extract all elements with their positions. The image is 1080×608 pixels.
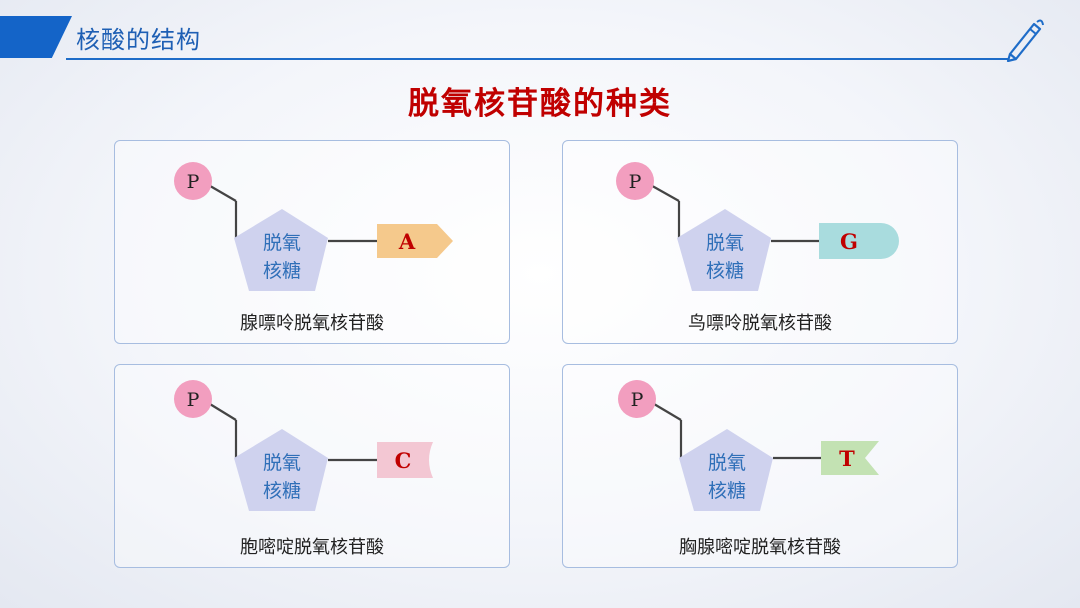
sugar-label-line2: 核糖	[708, 480, 746, 502]
base-letter: T	[839, 446, 855, 471]
phosphate-label: P	[187, 389, 200, 411]
base-guanine-shape	[819, 223, 899, 259]
nucleotide-name: 鸟嘌呤脱氧核苷酸	[688, 313, 832, 334]
phosphate-label: P	[187, 171, 200, 193]
deoxyribose-pentagon	[679, 429, 773, 511]
nucleotide-card-cytosine: 脱氧 核糖 P C 胞嘧啶脱氧核苷酸	[114, 364, 510, 568]
section-title: 核酸的结构	[76, 26, 201, 54]
phosphate-group	[174, 380, 212, 418]
phosphate-label: P	[629, 171, 642, 193]
header-divider	[66, 58, 1008, 60]
sugar-label-line1: 脱氧	[706, 232, 744, 254]
sugar-label-line1: 脱氧	[708, 452, 746, 474]
base-letter: C	[395, 448, 412, 473]
nucleotide-name: 腺嘌呤脱氧核苷酸	[240, 313, 384, 334]
nucleotide-diagram: 脱氧 核糖 P T	[618, 380, 879, 511]
header-accent-bar	[0, 16, 72, 58]
phosphate-group	[174, 162, 212, 200]
base-cytosine-shape	[377, 442, 433, 478]
nucleotide-card-adenine: 脱氧 核糖 P A 腺嘌呤脱氧核苷酸	[114, 140, 510, 344]
phosphate-label: P	[631, 389, 644, 411]
sugar-label-line2: 核糖	[263, 480, 301, 502]
sugar-label-line2: 核糖	[263, 260, 301, 282]
deoxyribose-pentagon	[234, 429, 328, 511]
nucleotide-diagram: 脱氧 核糖 P C	[174, 380, 433, 511]
sugar-label-line1: 脱氧	[263, 452, 301, 474]
nucleotide-name: 胞嘧啶脱氧核苷酸	[240, 537, 384, 558]
phosphate-group	[618, 380, 656, 418]
nucleotide-diagram: 脱氧 核糖 P A	[174, 162, 453, 291]
nucleotide-card-thymine: 脱氧 核糖 P T 胸腺嘧啶脱氧核苷酸	[562, 364, 958, 568]
base-thymine-shape	[821, 441, 879, 475]
base-adenine-shape	[377, 224, 453, 258]
nucleotide-name: 胸腺嘧啶脱氧核苷酸	[679, 537, 841, 558]
pen-icon	[1006, 19, 1044, 62]
base-letter: G	[840, 229, 858, 254]
phosphate-group	[616, 162, 654, 200]
deoxyribose-pentagon	[677, 209, 771, 291]
base-letter: A	[398, 229, 416, 254]
nucleotide-card-guanine: 脱氧 核糖 P G 鸟嘌呤脱氧核苷酸	[562, 140, 958, 344]
deoxyribose-pentagon	[234, 209, 328, 291]
slide-title: 脱氧核苷酸的种类	[408, 86, 672, 122]
nucleotide-diagram: 脱氧 核糖 P G	[616, 162, 899, 291]
sugar-label-line2: 核糖	[706, 260, 744, 282]
sugar-label-line1: 脱氧	[263, 232, 301, 254]
